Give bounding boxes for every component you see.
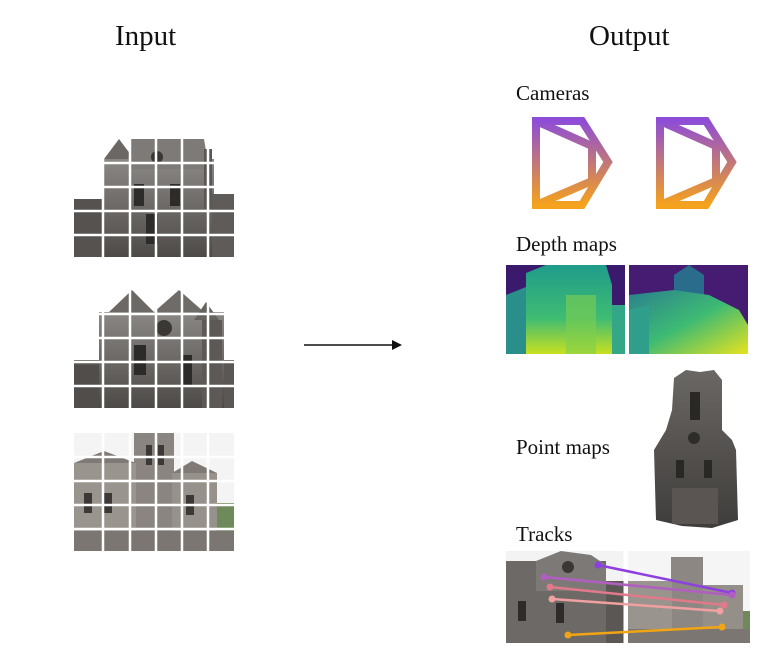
tracks-label: Tracks [516,522,573,546]
output-title: Output [589,20,670,52]
input-image-3 [74,433,234,551]
depth-map-2 [629,265,748,354]
tracks-figure [506,551,750,643]
cameras-label: Cameras [516,81,590,105]
input-title: Input [115,20,177,52]
depth-map-1 [506,265,625,354]
input-image-1 [74,139,234,257]
point-maps-label: Point maps [516,435,610,459]
input-image-2 [74,290,234,408]
flow-arrow [304,340,402,350]
camera-icon-1 [532,117,613,209]
depth-maps-label: Depth maps [516,232,617,256]
camera-icon-2 [656,117,737,209]
point-map-image [654,370,738,528]
